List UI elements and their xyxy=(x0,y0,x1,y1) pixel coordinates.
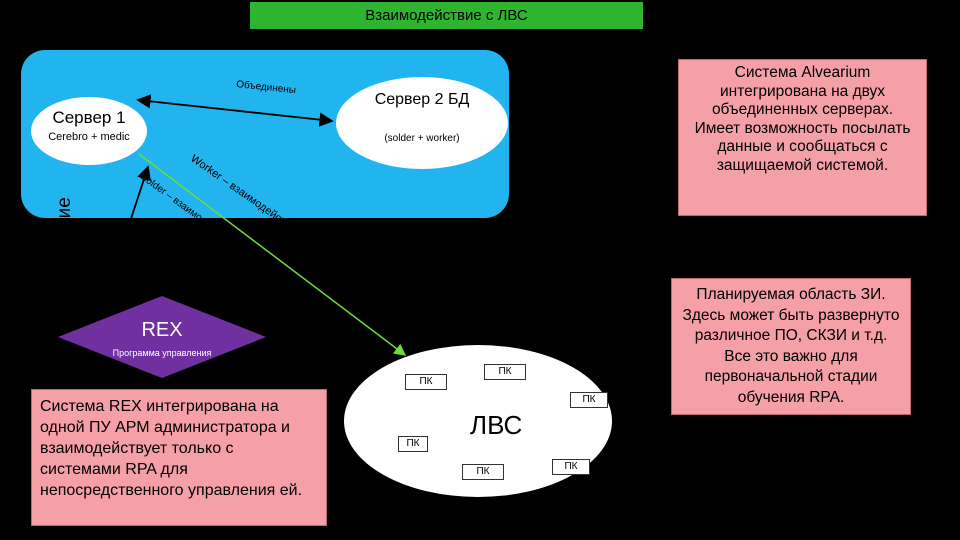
management-label: Управление xyxy=(54,197,75,303)
rex-subtitle: Программа управления xyxy=(113,348,212,358)
pc-node: ПК xyxy=(552,459,590,475)
server1-title: Сервер 1 xyxy=(52,108,126,127)
pc-node: ПК xyxy=(405,374,447,390)
rex-title: REX xyxy=(141,319,182,341)
pc-node: ПК xyxy=(570,392,608,408)
management-arrow xyxy=(102,165,151,305)
pc-node: ПК xyxy=(398,436,428,452)
link-label: Объединены xyxy=(236,78,297,96)
rex-node xyxy=(58,296,266,378)
diagram-title: Взаимодействие с ЛВС xyxy=(250,2,643,29)
server2-title: Сервер 2 БД xyxy=(374,91,470,108)
server2-node xyxy=(336,77,508,169)
server1-subtitle: Cerebro + medic xyxy=(48,131,130,143)
server-link-arrow xyxy=(136,94,334,127)
rex-note: Система REX интегрирована на одной ПУ АР… xyxy=(31,389,327,526)
pc-node: ПК xyxy=(484,364,526,380)
plan-note: Планируемая область ЗИ. Здесь может быть… xyxy=(671,278,911,415)
server2-subtitle: (solder + worker) xyxy=(384,133,460,144)
pc-node: ПК xyxy=(462,464,504,480)
data-arrow xyxy=(138,153,407,356)
server1-node xyxy=(31,97,147,165)
lan-label: ЛВС xyxy=(470,410,523,440)
alvearium-note: Система Alvearium интегрирована на двух … xyxy=(678,59,927,216)
